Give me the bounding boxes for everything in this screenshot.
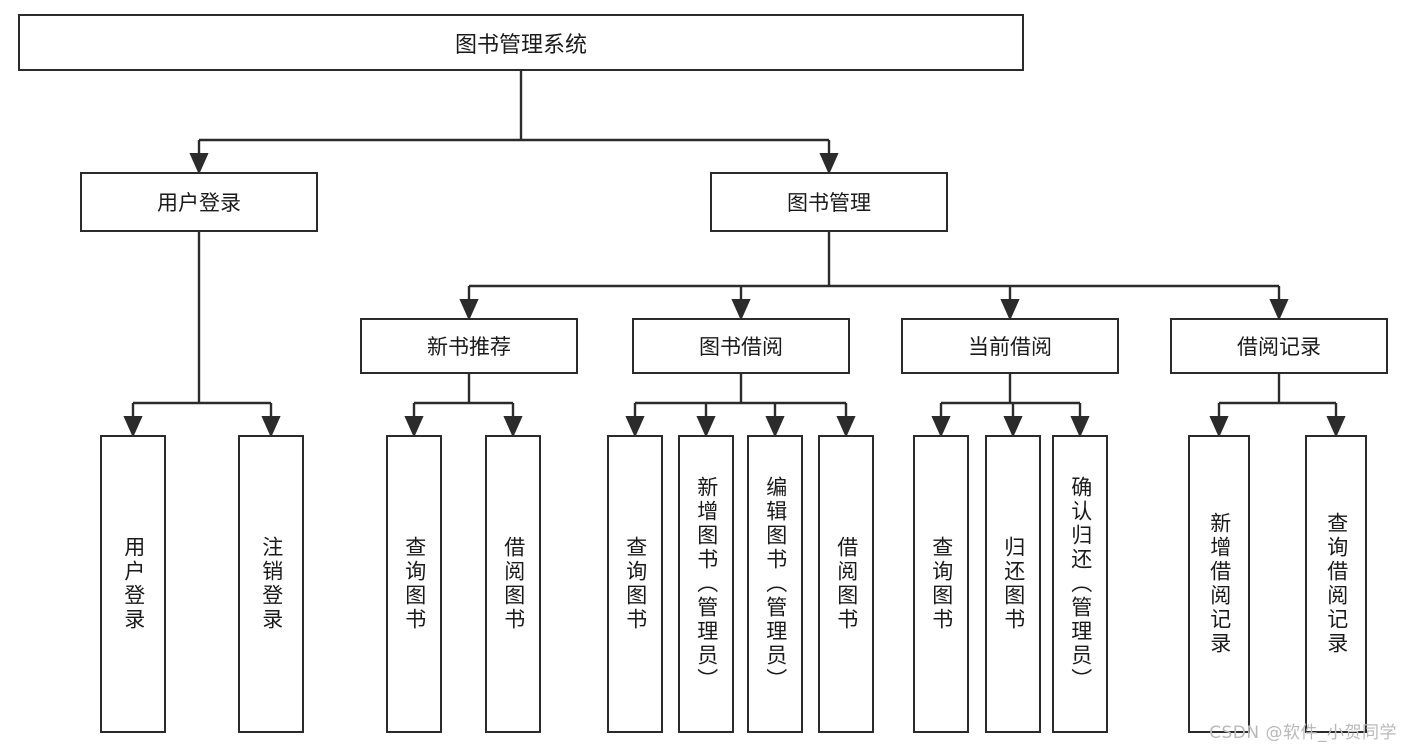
node-label-leaf-edit-book: 编辑图书（管理员） [763, 476, 788, 692]
watermark-label: CSDN @软件_小贺同学 [1209, 723, 1397, 743]
node-leaf-query-book-1[interactable]: 查询图书 [386, 435, 442, 733]
node-label-leaf-add-book: 新增图书（管理员） [694, 476, 719, 692]
node-label-leaf-add-record: 新增借阅记录 [1207, 512, 1232, 656]
node-label-leaf-borrow-book-1: 借阅图书 [501, 536, 526, 632]
node-leaf-query-record[interactable]: 查询借阅记录 [1305, 435, 1367, 733]
node-leaf-confirm-return[interactable]: 确认归还（管理员） [1052, 435, 1108, 733]
node-label-root: 图书管理系统 [454, 32, 587, 58]
node-label-leaf-query-record: 查询借阅记录 [1324, 512, 1349, 656]
node-leaf-add-book[interactable]: 新增图书（管理员） [678, 435, 734, 733]
node-leaf-user-login[interactable]: 用户登录 [100, 435, 166, 733]
node-leaf-return-book[interactable]: 归还图书 [985, 435, 1041, 733]
node-book-borrow[interactable]: 图书借阅 [632, 318, 850, 374]
node-label-leaf-query-book-3: 查询图书 [929, 536, 954, 632]
node-new-book-rec[interactable]: 新书推荐 [360, 318, 578, 374]
node-label-leaf-confirm-return: 确认归还（管理员） [1068, 476, 1093, 692]
node-label-book-manage: 图书管理 [787, 191, 871, 215]
node-label-leaf-query-book-2: 查询图书 [623, 536, 648, 632]
node-leaf-borrow-book-2[interactable]: 借阅图书 [818, 435, 874, 733]
node-label-leaf-return-book: 归还图书 [1001, 536, 1026, 632]
node-label-current-borrow: 当前借阅 [968, 335, 1052, 359]
node-leaf-borrow-book-1[interactable]: 借阅图书 [485, 435, 541, 733]
node-label-leaf-user-login: 用户登录 [121, 536, 146, 632]
node-label-leaf-borrow-book-2: 借阅图书 [834, 536, 859, 632]
node-leaf-query-book-2[interactable]: 查询图书 [607, 435, 663, 733]
node-leaf-logout[interactable]: 注销登录 [238, 435, 304, 733]
node-label-book-borrow: 图书借阅 [699, 335, 783, 359]
node-label-borrow-record: 借阅记录 [1237, 335, 1321, 359]
node-user-login[interactable]: 用户登录 [80, 172, 318, 232]
node-current-borrow[interactable]: 当前借阅 [901, 318, 1119, 374]
node-label-leaf-query-book-1: 查询图书 [402, 536, 427, 632]
node-label-leaf-logout: 注销登录 [259, 536, 284, 632]
node-borrow-record[interactable]: 借阅记录 [1170, 318, 1388, 374]
node-label-new-book-rec: 新书推荐 [427, 335, 511, 359]
node-leaf-edit-book[interactable]: 编辑图书（管理员） [747, 435, 803, 733]
node-book-manage[interactable]: 图书管理 [710, 172, 948, 232]
node-root[interactable]: 图书管理系统 [18, 14, 1024, 71]
node-leaf-add-record[interactable]: 新增借阅记录 [1188, 435, 1250, 733]
node-leaf-query-book-3[interactable]: 查询图书 [913, 435, 969, 733]
node-label-user-login: 用户登录 [157, 191, 241, 215]
